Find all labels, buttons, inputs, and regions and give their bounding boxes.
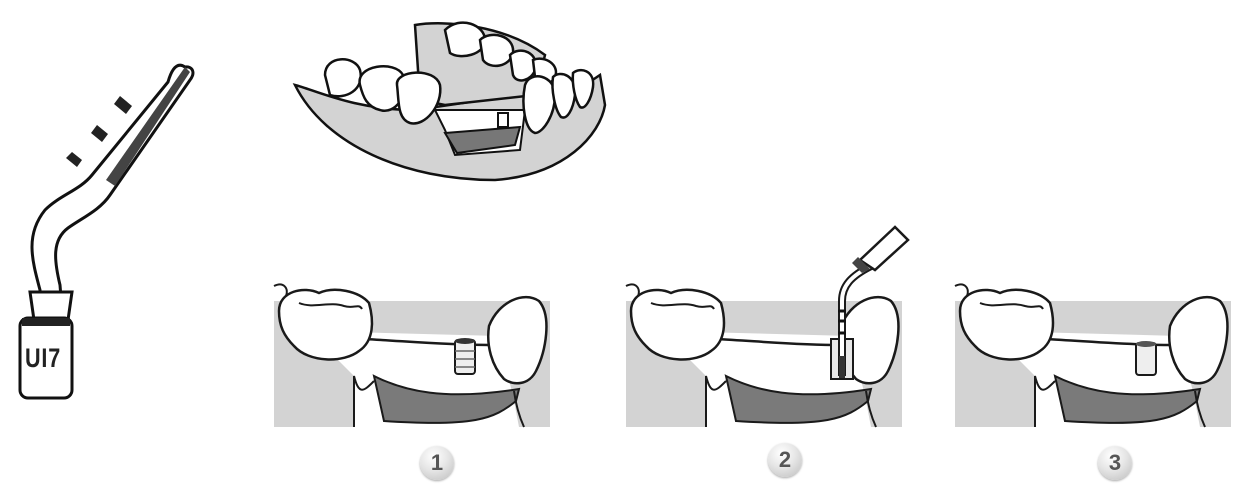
step-panel-3 xyxy=(954,281,1231,428)
step-panel-2 xyxy=(625,262,902,428)
jaw-section-illustration xyxy=(954,281,1231,428)
jaw-section-illustration xyxy=(273,281,550,428)
step-number-3: 3 xyxy=(1098,446,1132,480)
handpiece-icon xyxy=(840,215,910,280)
ultrasonic-tip-illustration xyxy=(18,63,195,400)
step-panel-1 xyxy=(273,281,550,428)
jaw-overview-illustration xyxy=(292,21,607,182)
step-number-1: 1 xyxy=(420,446,454,480)
prepared-cavity-icon xyxy=(1135,341,1157,376)
implant-cavity-icon xyxy=(454,338,476,375)
tip-model-label: UI7 xyxy=(25,343,62,373)
step-number-2: 2 xyxy=(768,443,802,477)
jaw-section-illustration xyxy=(625,262,902,428)
